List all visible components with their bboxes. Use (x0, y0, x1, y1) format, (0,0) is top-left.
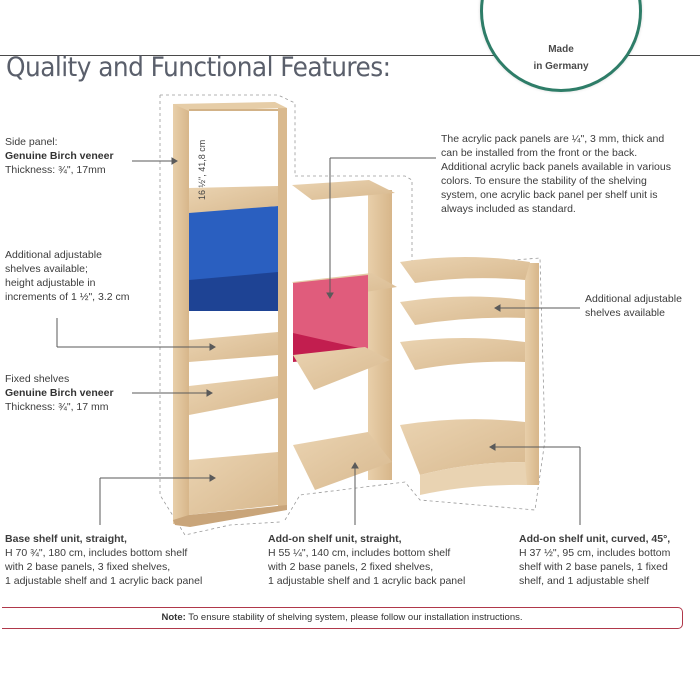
note-text: To ensure stability of shelving system, … (185, 612, 523, 623)
add-on-shelf-unit-straight (292, 180, 397, 490)
header-rule (0, 55, 700, 56)
acrylic-panels-callout: The acrylic pack panels are ¼", 3 mm, th… (441, 133, 671, 215)
note-label: Note: (161, 612, 186, 623)
adjustable-shelves-callout: Additional adjustable shelves available;… (5, 249, 130, 303)
fixed-shelves-callout: Fixed shelves Genuine Birch veneer Thick… (5, 373, 114, 413)
badge-line2: in Germany (533, 61, 589, 72)
curved-adjustable-callout: Additional adjustable shelves available (585, 293, 682, 319)
installation-note: Note: To ensure stability of shelving sy… (2, 607, 683, 629)
badge-line1: Made (548, 44, 574, 55)
add-on-shelf-unit-curved (400, 257, 539, 495)
side-panel-callout: Side panel: Genuine Birch veneer Thickne… (5, 136, 114, 176)
base-shelf-unit (173, 102, 287, 527)
unit-caption-addon-curved: Add-on shelf unit, curved, 45°, H 37 ½",… (519, 533, 671, 587)
unit-caption-addon-straight: Add-on shelf unit, straight, H 55 ¼", 14… (268, 533, 466, 587)
page-title: Quality and Functional Features: (6, 52, 391, 83)
dimension-label: 16 ½", 41,8 cm (197, 140, 207, 200)
unit-caption-base: Base shelf unit, straight, H 70 ¾", 180 … (5, 533, 203, 587)
